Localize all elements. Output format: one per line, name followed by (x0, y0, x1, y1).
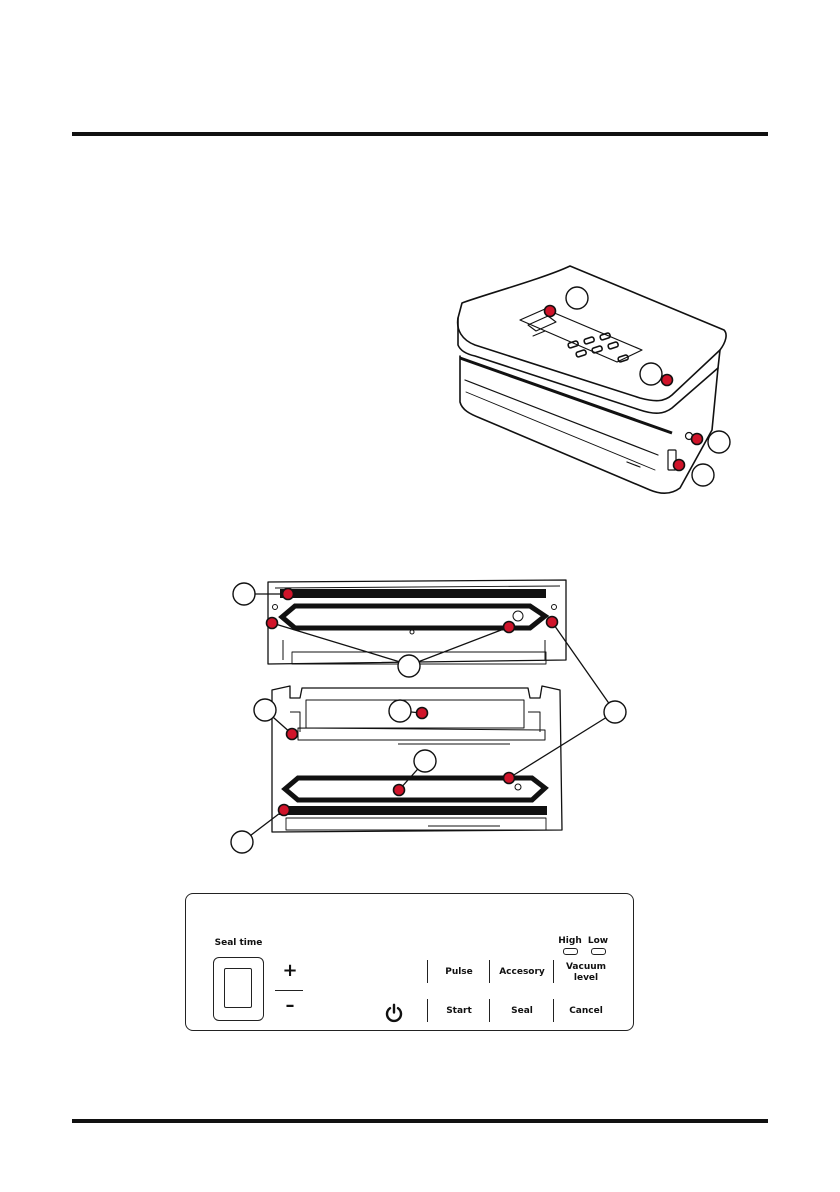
low-label: Low (585, 936, 611, 946)
callout-circle (414, 750, 436, 772)
marker-dot (674, 460, 685, 471)
plus-button[interactable]: + (278, 962, 302, 980)
marker-dot (417, 708, 428, 719)
separator (427, 960, 428, 983)
marker-dot (547, 617, 558, 628)
callout-circle (233, 583, 255, 605)
red-markers (267, 306, 703, 816)
bottom-rule (72, 1119, 768, 1123)
low-indicator-led (591, 948, 606, 955)
marker-dot (545, 306, 556, 317)
seal-time-label: Seal time (213, 938, 264, 948)
callout-circle (389, 700, 411, 722)
callout-circle (708, 431, 730, 453)
callout-circle (692, 464, 714, 486)
marker-dot (504, 622, 515, 633)
marker-dot (662, 375, 673, 386)
accessory-button[interactable]: Accesory (493, 967, 551, 977)
callout-circle (566, 287, 588, 309)
marker-dot (394, 785, 405, 796)
seal-button[interactable]: Seal (493, 1006, 551, 1016)
cancel-button[interactable]: Cancel (557, 1006, 615, 1016)
marker-dot (279, 805, 290, 816)
separator (553, 960, 554, 983)
marker-dot (283, 589, 294, 600)
callout-circle (254, 699, 276, 721)
start-button[interactable]: Start (431, 1006, 487, 1016)
power-icon (385, 1003, 403, 1023)
seal-time-display (213, 957, 264, 1021)
separator (427, 999, 428, 1022)
minus-button[interactable]: – (278, 997, 302, 1015)
marker-dot (287, 729, 298, 740)
marker-dot (504, 773, 515, 784)
high-indicator-led (563, 948, 578, 955)
separator (553, 999, 554, 1022)
marker-dot (267, 618, 278, 629)
callout-circle (604, 701, 626, 723)
vacuum-level-button[interactable]: Vacuum level (557, 962, 615, 984)
seal-time-screen (224, 968, 252, 1008)
callout-circle (231, 831, 253, 853)
power-button[interactable] (385, 1003, 403, 1028)
pulse-button[interactable]: Pulse (431, 967, 487, 977)
callout-circle (398, 655, 420, 677)
plus-minus-divider (275, 990, 303, 991)
callout-circle (640, 363, 662, 385)
separator (489, 999, 490, 1022)
marker-dot (692, 434, 703, 445)
separator (489, 960, 490, 983)
control-panel-diagram: Seal time + – Pulse Accesory Vacuum leve… (185, 893, 634, 1031)
high-label: High (557, 936, 583, 946)
